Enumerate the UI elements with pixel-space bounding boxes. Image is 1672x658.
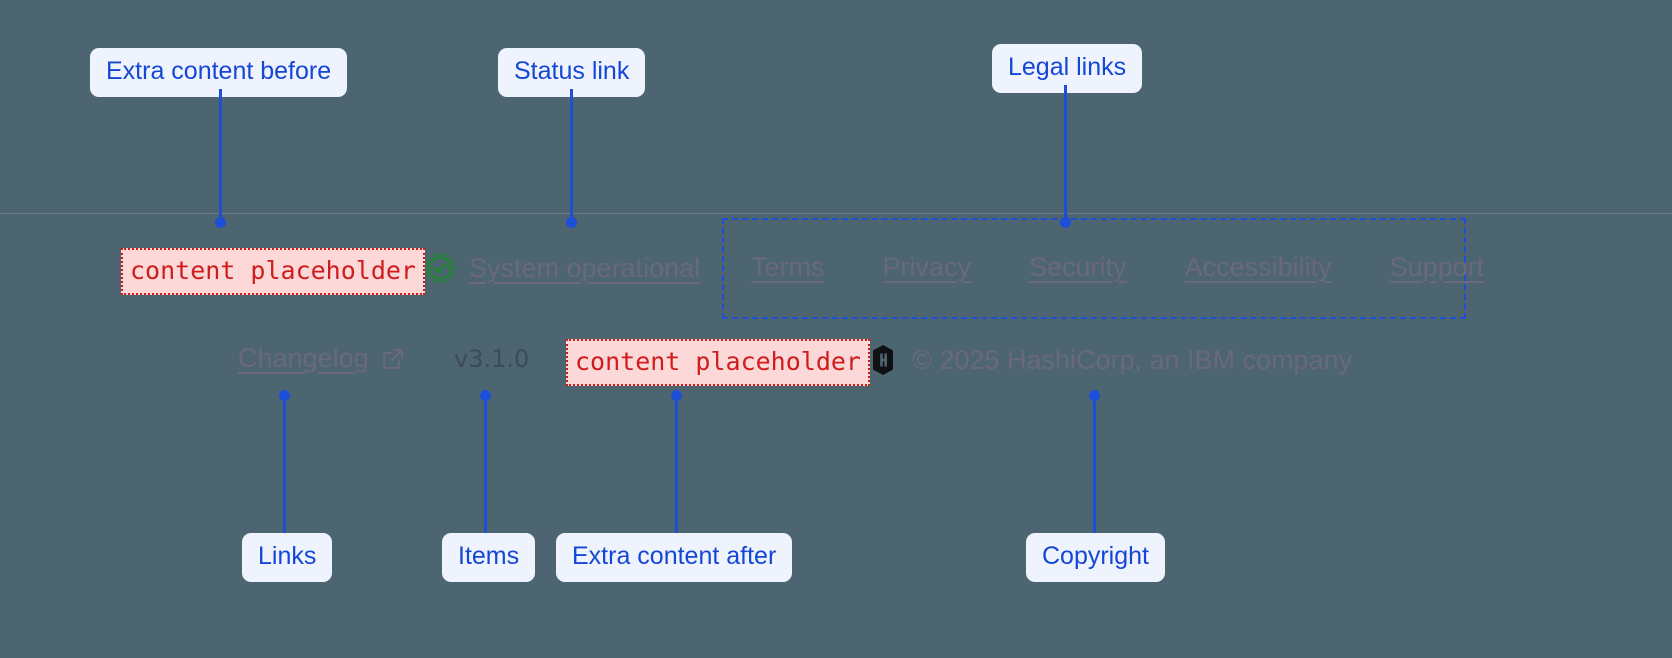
leader-extra-content-after	[675, 396, 678, 533]
callout-items: Items	[442, 533, 536, 582]
callout-copyright: Copyright	[1026, 533, 1165, 582]
callout-extra-content-before: Extra content before	[90, 48, 348, 97]
callout-links: Links	[242, 533, 333, 582]
footer-top-divider	[0, 213, 1672, 214]
changelog-link[interactable]: Changelog	[238, 345, 405, 372]
leader-legal-links	[1064, 85, 1067, 222]
leader-links	[283, 396, 286, 533]
legal-links-highlight-box	[722, 218, 1466, 319]
external-link-icon	[382, 348, 403, 369]
leader-status-link	[570, 89, 573, 222]
status-link-label: System operational	[469, 252, 701, 283]
callout-extra-content-after: Extra content after	[556, 533, 793, 582]
legal-links-group: Terms Privacy Security Accessibility Sup…	[722, 254, 1513, 281]
legal-link-privacy[interactable]: Privacy	[882, 252, 972, 282]
status-link[interactable]: System operational	[424, 252, 700, 284]
leader-dot-extra-content-before	[215, 217, 226, 228]
leader-dot-extra-content-after	[671, 390, 682, 401]
leader-copyright	[1093, 396, 1096, 533]
legal-link-support[interactable]: Support	[1389, 252, 1485, 282]
leader-extra-content-before	[219, 89, 222, 222]
legal-link-terms[interactable]: Terms	[751, 252, 825, 282]
leader-dot-legal-links	[1060, 217, 1071, 228]
check-circle-icon	[424, 252, 456, 284]
changelog-label: Changelog	[238, 343, 369, 373]
copyright-row: © 2025 HashiCorp, an IBM company	[868, 344, 1352, 376]
callout-legal-links: Legal links	[992, 44, 1143, 93]
leader-dot-status-link	[566, 217, 577, 228]
leader-items	[484, 396, 487, 533]
extra-content-after-placeholder: content placeholder	[566, 339, 870, 386]
callout-status-link: Status link	[498, 48, 646, 97]
legal-link-security[interactable]: Security	[1029, 252, 1127, 282]
legal-link-accessibility[interactable]: Accessibility	[1184, 252, 1332, 282]
hashicorp-logo	[873, 345, 893, 375]
leader-dot-items	[480, 390, 491, 401]
version-label: v3.1.0	[454, 345, 530, 373]
copyright-text: © 2025 HashiCorp, an IBM company	[912, 344, 1353, 375]
leader-dot-links	[279, 390, 290, 401]
leader-dot-copyright	[1089, 390, 1100, 401]
extra-content-before-placeholder: content placeholder	[121, 248, 425, 295]
